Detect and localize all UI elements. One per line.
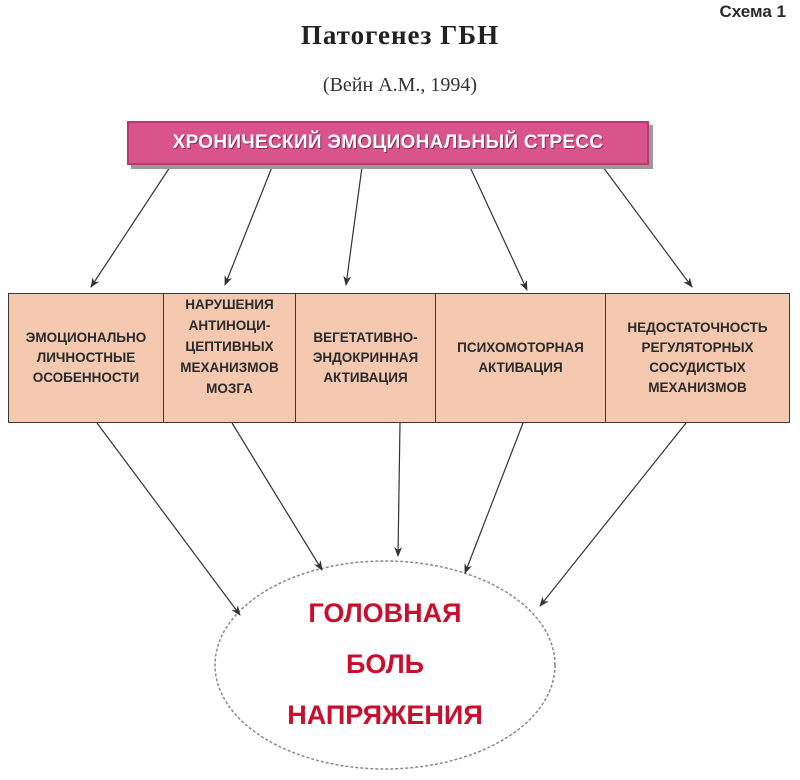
cause-node-label: ЭМОЦИОНАЛЬНО ЛИЧНОСТНЫЕ ОСОБЕННОСТИ [25,330,147,385]
arrow-root-to-cause-4 [602,166,693,288]
diagram-title: Патогенез ГБН [300,20,500,50]
cause-node-vascular-insufficiency: НЕДОСТАТОЧНОСТЬ РЕГУЛЯТОРНЫХ СОСУДИСТЫХ … [605,293,790,423]
result-ellipse [214,560,556,770]
arrow-cause-0-to-result [96,422,241,616]
cause-node-label: НЕДОСТАТОЧНОСТЬ РЕГУЛЯТОРНЫХ СОСУДИСТЫХ … [627,320,768,395]
cause-node-label: НАРУШЕНИЯ АНТИНОЦИ- ЦЕПТИВНЫХ МЕХАНИЗМОВ… [180,297,279,396]
cause-node-label: ПСИХОМОТОРНАЯ АКТИВАЦИЯ [457,340,584,375]
result-node-tension-headache: ГОЛОВНАЯ БОЛЬ НАПРЯЖЕНИЯ [287,598,483,730]
arrow-cause-1-to-result [231,422,323,571]
scheme-label: Схема 1 [719,2,786,21]
cause-node-emotional-personality: ЭМОЦИОНАЛЬНО ЛИЧНОСТНЫЕ ОСОБЕННОСТИ [8,293,164,423]
arrow-cause-3-to-result [464,422,524,574]
arrow-root-to-cause-3 [469,166,528,291]
arrow-root-to-cause-2 [343,166,363,286]
arrow-cause-4-to-result [539,422,687,607]
diagram-subtitle: (Вейн А.М., 1994) [322,74,478,96]
arrow-root-to-cause-0 [90,166,171,288]
cause-node-antinociceptive: НАРУШЕНИЯ АНТИНОЦИ- ЦЕПТИВНЫХ МЕХАНИЗМОВ… [163,293,296,423]
arrow-cause-2-to-result [394,422,403,557]
root-node-chronic-stress: ХРОНИЧЕСКИЙ ЭМОЦИОНАЛЬНЫЙ СТРЕСС [127,121,649,165]
cause-node-psychomotor: ПСИХОМОТОРНАЯ АКТИВАЦИЯ [435,293,606,423]
cause-node-vegetative-endocrine: ВЕГЕТАТИВНО- ЭНДОКРИННАЯ АКТИВАЦИЯ [295,293,436,423]
cause-node-label: ВЕГЕТАТИВНО- ЭНДОКРИННАЯ АКТИВАЦИЯ [312,330,419,385]
root-node-label: ХРОНИЧЕСКИЙ ЭМОЦИОНАЛЬНЫЙ СТРЕСС [172,132,604,153]
arrow-root-to-cause-1 [224,166,273,286]
